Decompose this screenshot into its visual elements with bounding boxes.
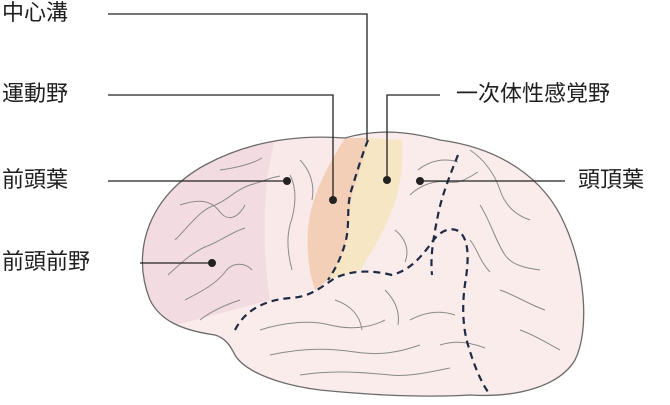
motor-area-region: [307, 138, 368, 290]
somatosensory-region: [328, 138, 403, 280]
leader-lines: [108, 13, 565, 264]
sylvian-fissure-line: [234, 228, 489, 393]
label-parietal-lobe: 頭頂葉: [578, 168, 645, 193]
gyri-lines: [167, 149, 561, 376]
dot-somatosensory: [383, 176, 391, 184]
label-prefrontal-area: 前頭前野: [2, 250, 91, 275]
leader-motor-area: [108, 94, 334, 200]
label-motor-area: 運動野: [2, 82, 69, 107]
dot-parietal: [416, 177, 424, 185]
brain-border: [141, 131, 585, 397]
leader-dots: [208, 176, 424, 267]
dashed-boundaries: [234, 139, 489, 393]
central-sulcus-line: [327, 139, 370, 281]
label-primary-somatosensory: 一次体性感覚野: [456, 82, 611, 107]
dot-frontal-lobe: [283, 177, 291, 185]
dot-prefrontal: [208, 259, 216, 267]
label-frontal-lobe: 前頭葉: [2, 168, 69, 193]
dot-motor-area: [329, 196, 337, 204]
label-central-sulcus: 中心溝: [2, 1, 69, 26]
parieto-occipital-line: [430, 154, 460, 276]
leader-central-sulcus: [108, 13, 368, 140]
leader-somatosensory: [386, 94, 440, 180]
